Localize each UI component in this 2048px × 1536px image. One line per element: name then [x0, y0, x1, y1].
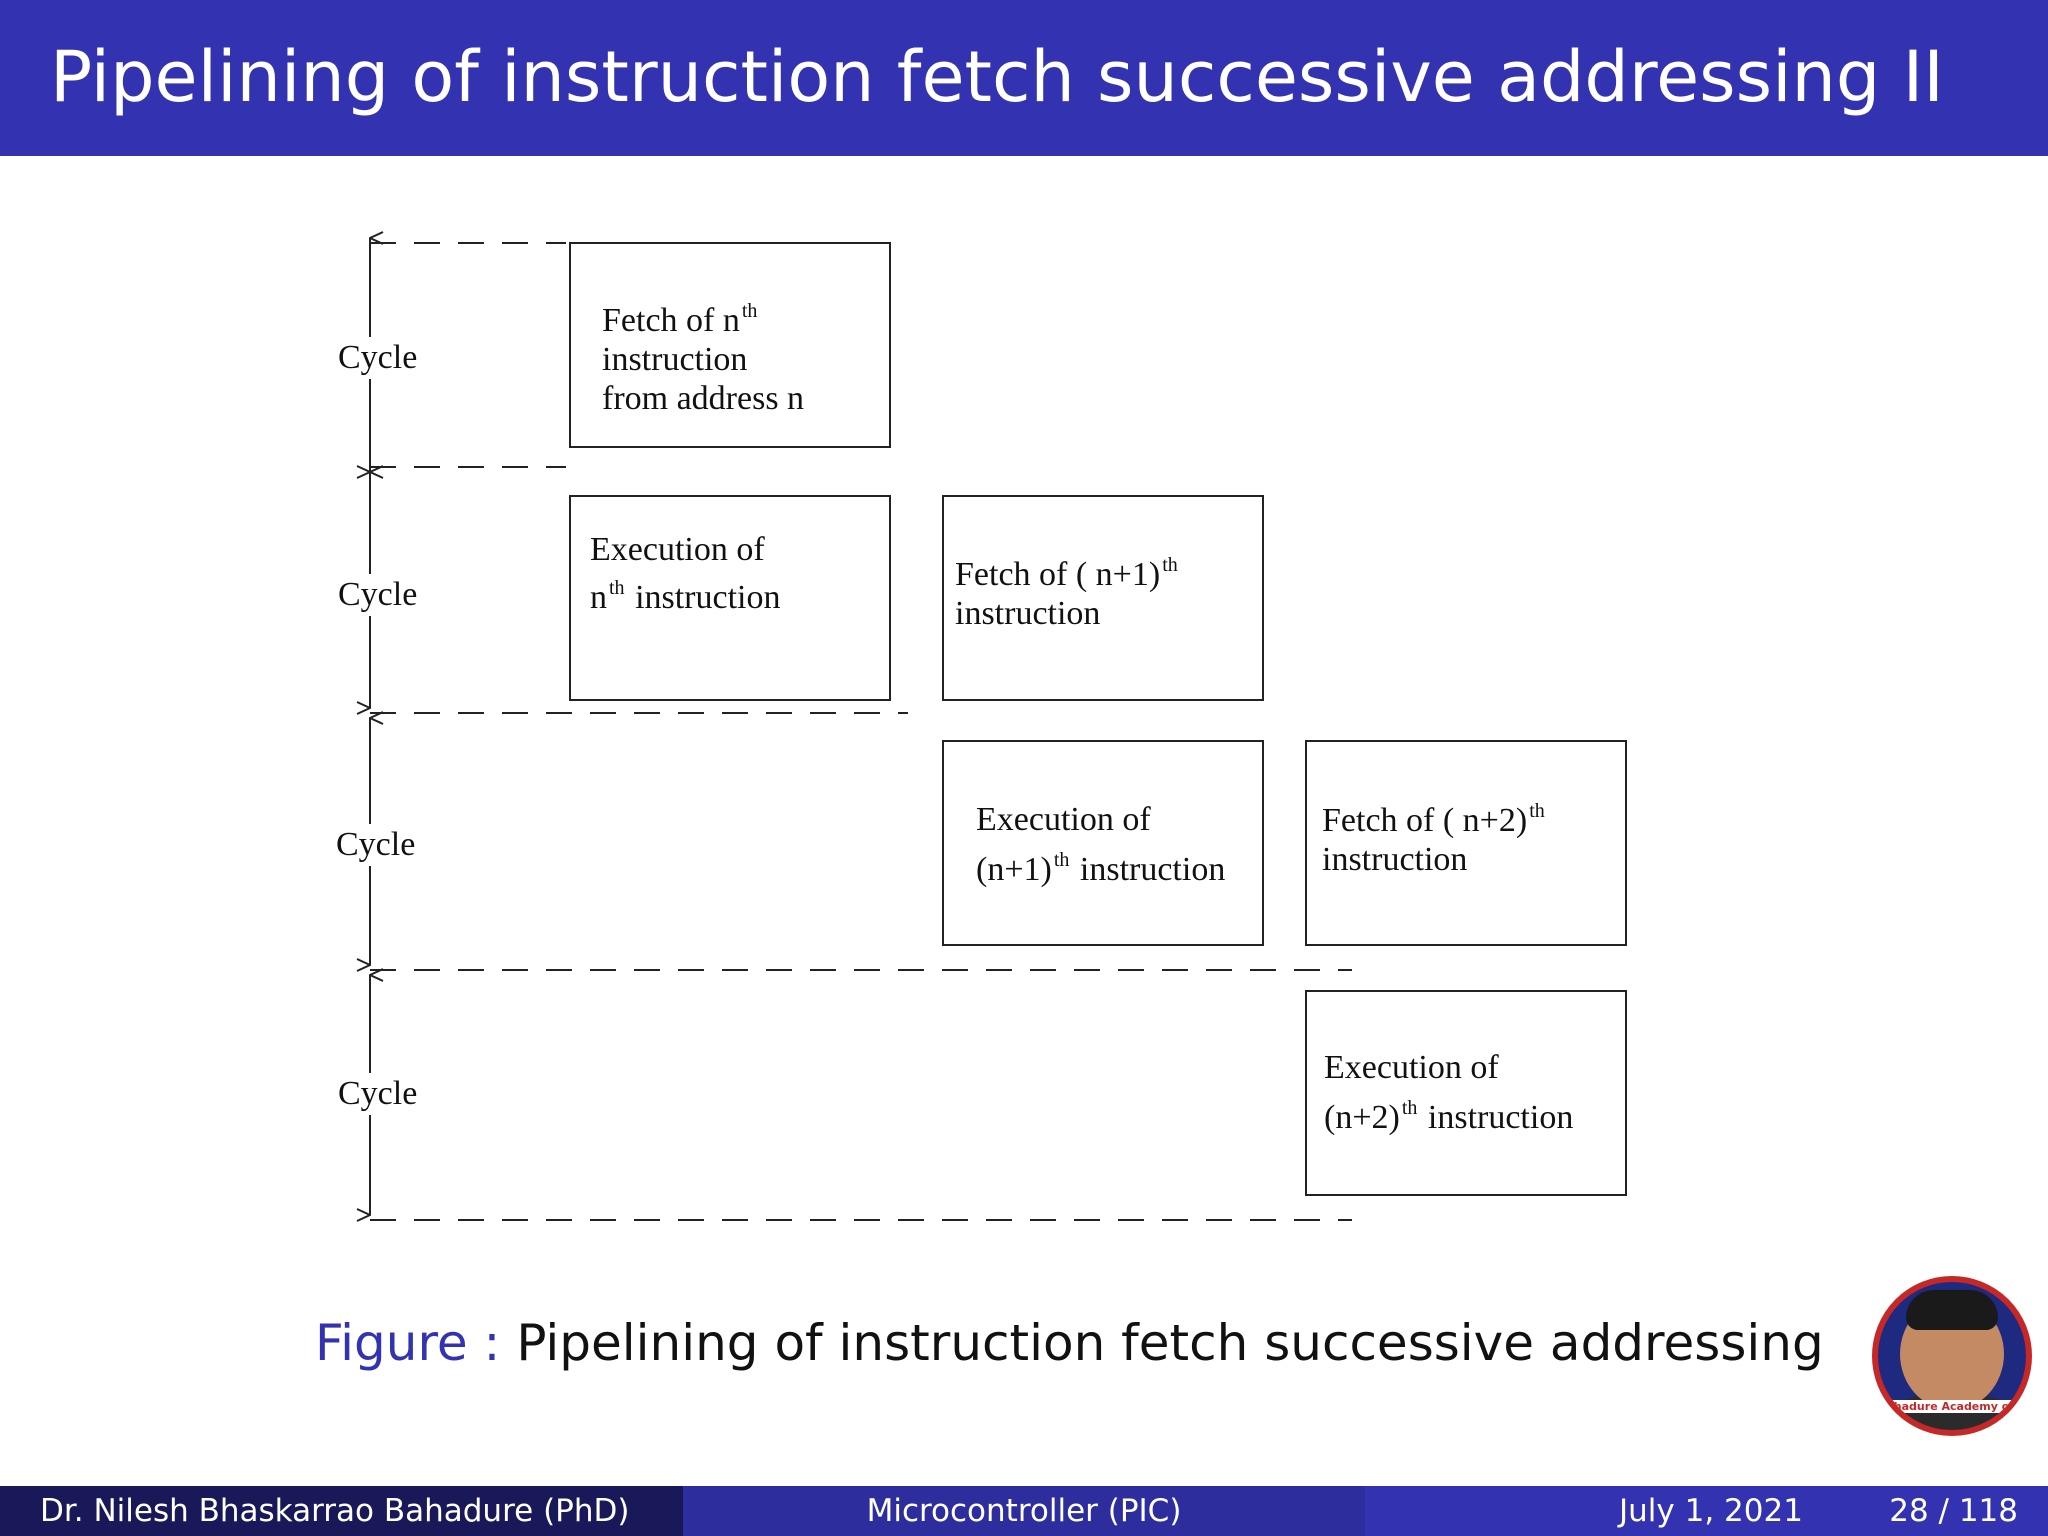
cycle-label: Cycle [338, 574, 418, 616]
slide-title: Pipelining of instruction fetch successi… [50, 36, 1944, 118]
box-text-fetch-n1: Fetch of ( n+1)th instruction [955, 554, 1178, 633]
cycle-label: Cycle [336, 824, 416, 866]
logo-hair [1906, 1290, 1998, 1330]
academy-logo: Bahadure Academy of Learning [1872, 1276, 2032, 1436]
box-fetch-n1 [942, 495, 1264, 701]
box-fetch-n2 [1305, 740, 1627, 946]
footer-bar: Dr. Nilesh Bhaskarrao Bahadure (PhD) Mic… [0, 1486, 2048, 1536]
footer-course: Microcontroller (PIC) [683, 1486, 1365, 1536]
logo-text: Bahadure Academy of Learning [1878, 1400, 2032, 1413]
footer-author: Dr. Nilesh Bhaskarrao Bahadure (PhD) [0, 1486, 683, 1536]
box-fetch-n [569, 242, 891, 448]
box-exec-n1 [942, 740, 1264, 946]
cycle-label: Cycle [338, 337, 418, 379]
box-exec-n [569, 495, 891, 701]
figure-caption-text: Pipelining of instruction fetch successi… [516, 1314, 1824, 1372]
footer-date: July 1, 2021 [1619, 1493, 1803, 1529]
box-text-fetch-n2: Fetch of ( n+2)th instruction [1322, 800, 1545, 879]
figure-caption: Figure : Pipelining of instruction fetch… [315, 1314, 1824, 1372]
figure-label: Figure : [315, 1314, 501, 1372]
title-bar: Pipelining of instruction fetch successi… [0, 0, 2048, 156]
box-text-exec-n2: Execution of (n+2)th instruction [1324, 1049, 1574, 1137]
cycle-label: Cycle [338, 1073, 418, 1115]
footer-date-page: July 1, 2021 28 / 118 [1365, 1486, 2048, 1536]
footer-page-number: 28 / 118 [1889, 1493, 2018, 1529]
box-text-exec-n1: Execution of (n+1)th instruction [976, 801, 1226, 889]
box-exec-n2 [1305, 990, 1627, 1196]
pipeline-diagram [0, 0, 1627, 1300]
